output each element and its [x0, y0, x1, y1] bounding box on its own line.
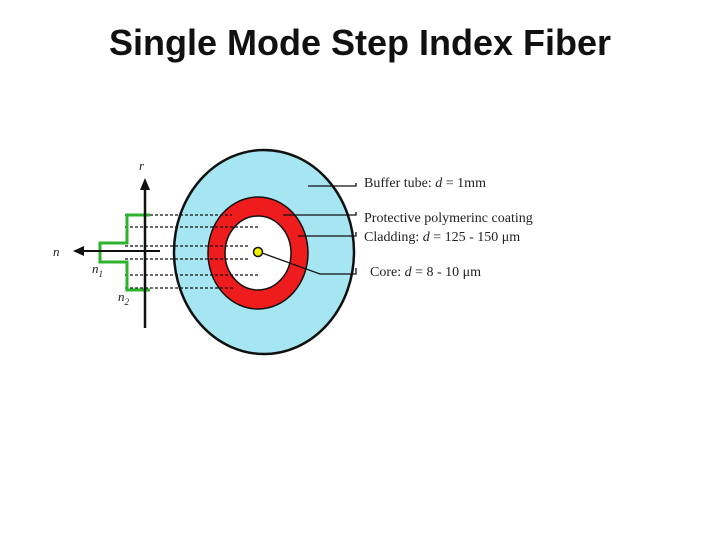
cladding-label: Cladding: d = 125 - 150 μm — [364, 230, 520, 245]
core-label: Core: d = 8 - 10 μm — [370, 265, 481, 280]
n-axis-arrow-icon — [73, 246, 84, 256]
n1-label: n1 — [92, 261, 103, 279]
coating-label: Protective polymerinc coating — [364, 211, 533, 226]
r-axis-arrow-icon — [140, 178, 150, 190]
index-profile — [98, 213, 150, 292]
n-axis-label: n — [53, 244, 60, 259]
r-axis-label: r — [139, 158, 145, 173]
buffer-tube-label: Buffer tube: d = 1mm — [364, 176, 486, 191]
leader-lines — [261, 183, 357, 275]
page-title: Single Mode Step Index Fiber — [108, 22, 612, 63]
n2-label: n2 — [118, 289, 130, 307]
core-layer — [252, 246, 264, 258]
